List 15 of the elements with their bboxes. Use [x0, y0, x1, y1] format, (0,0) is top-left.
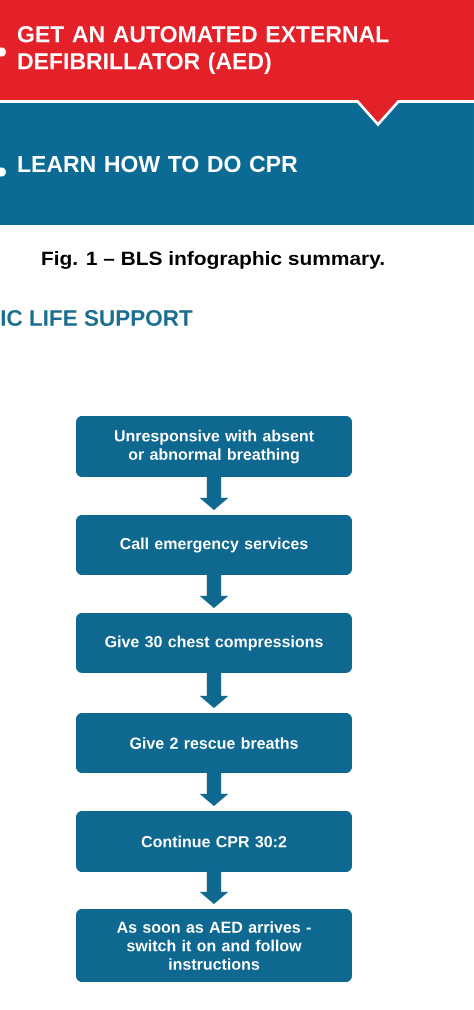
process-box: Give 30 chest compressions — [76, 613, 352, 673]
banner: GET AN AUTOMATED EXTERNAL DEFIBRILLATOR (AED) — [0, 0, 474, 100]
process-box: Continue CPR 30:2 — [76, 811, 352, 872]
arrow — [199, 772, 229, 807]
arrow — [199, 672, 229, 709]
heading: IC LIFE SUPPORT — [1, 310, 193, 326]
process-box: Unresponsive with absent or abnormal breathing — [76, 416, 352, 477]
banner: LEARN HOW TO DO CPR — [0, 103, 474, 225]
process-box: Call emergency services — [76, 515, 352, 575]
arrow — [199, 574, 229, 609]
arrow — [199, 476, 229, 511]
arrow — [199, 871, 229, 905]
caption: Fig. 1 – BLS infographic summary. — [42, 251, 384, 269]
process-box: Give 2 rescue breaths — [76, 713, 352, 773]
process-box: As soon as AED arrives - switch it on and follow instructions — [76, 909, 352, 982]
